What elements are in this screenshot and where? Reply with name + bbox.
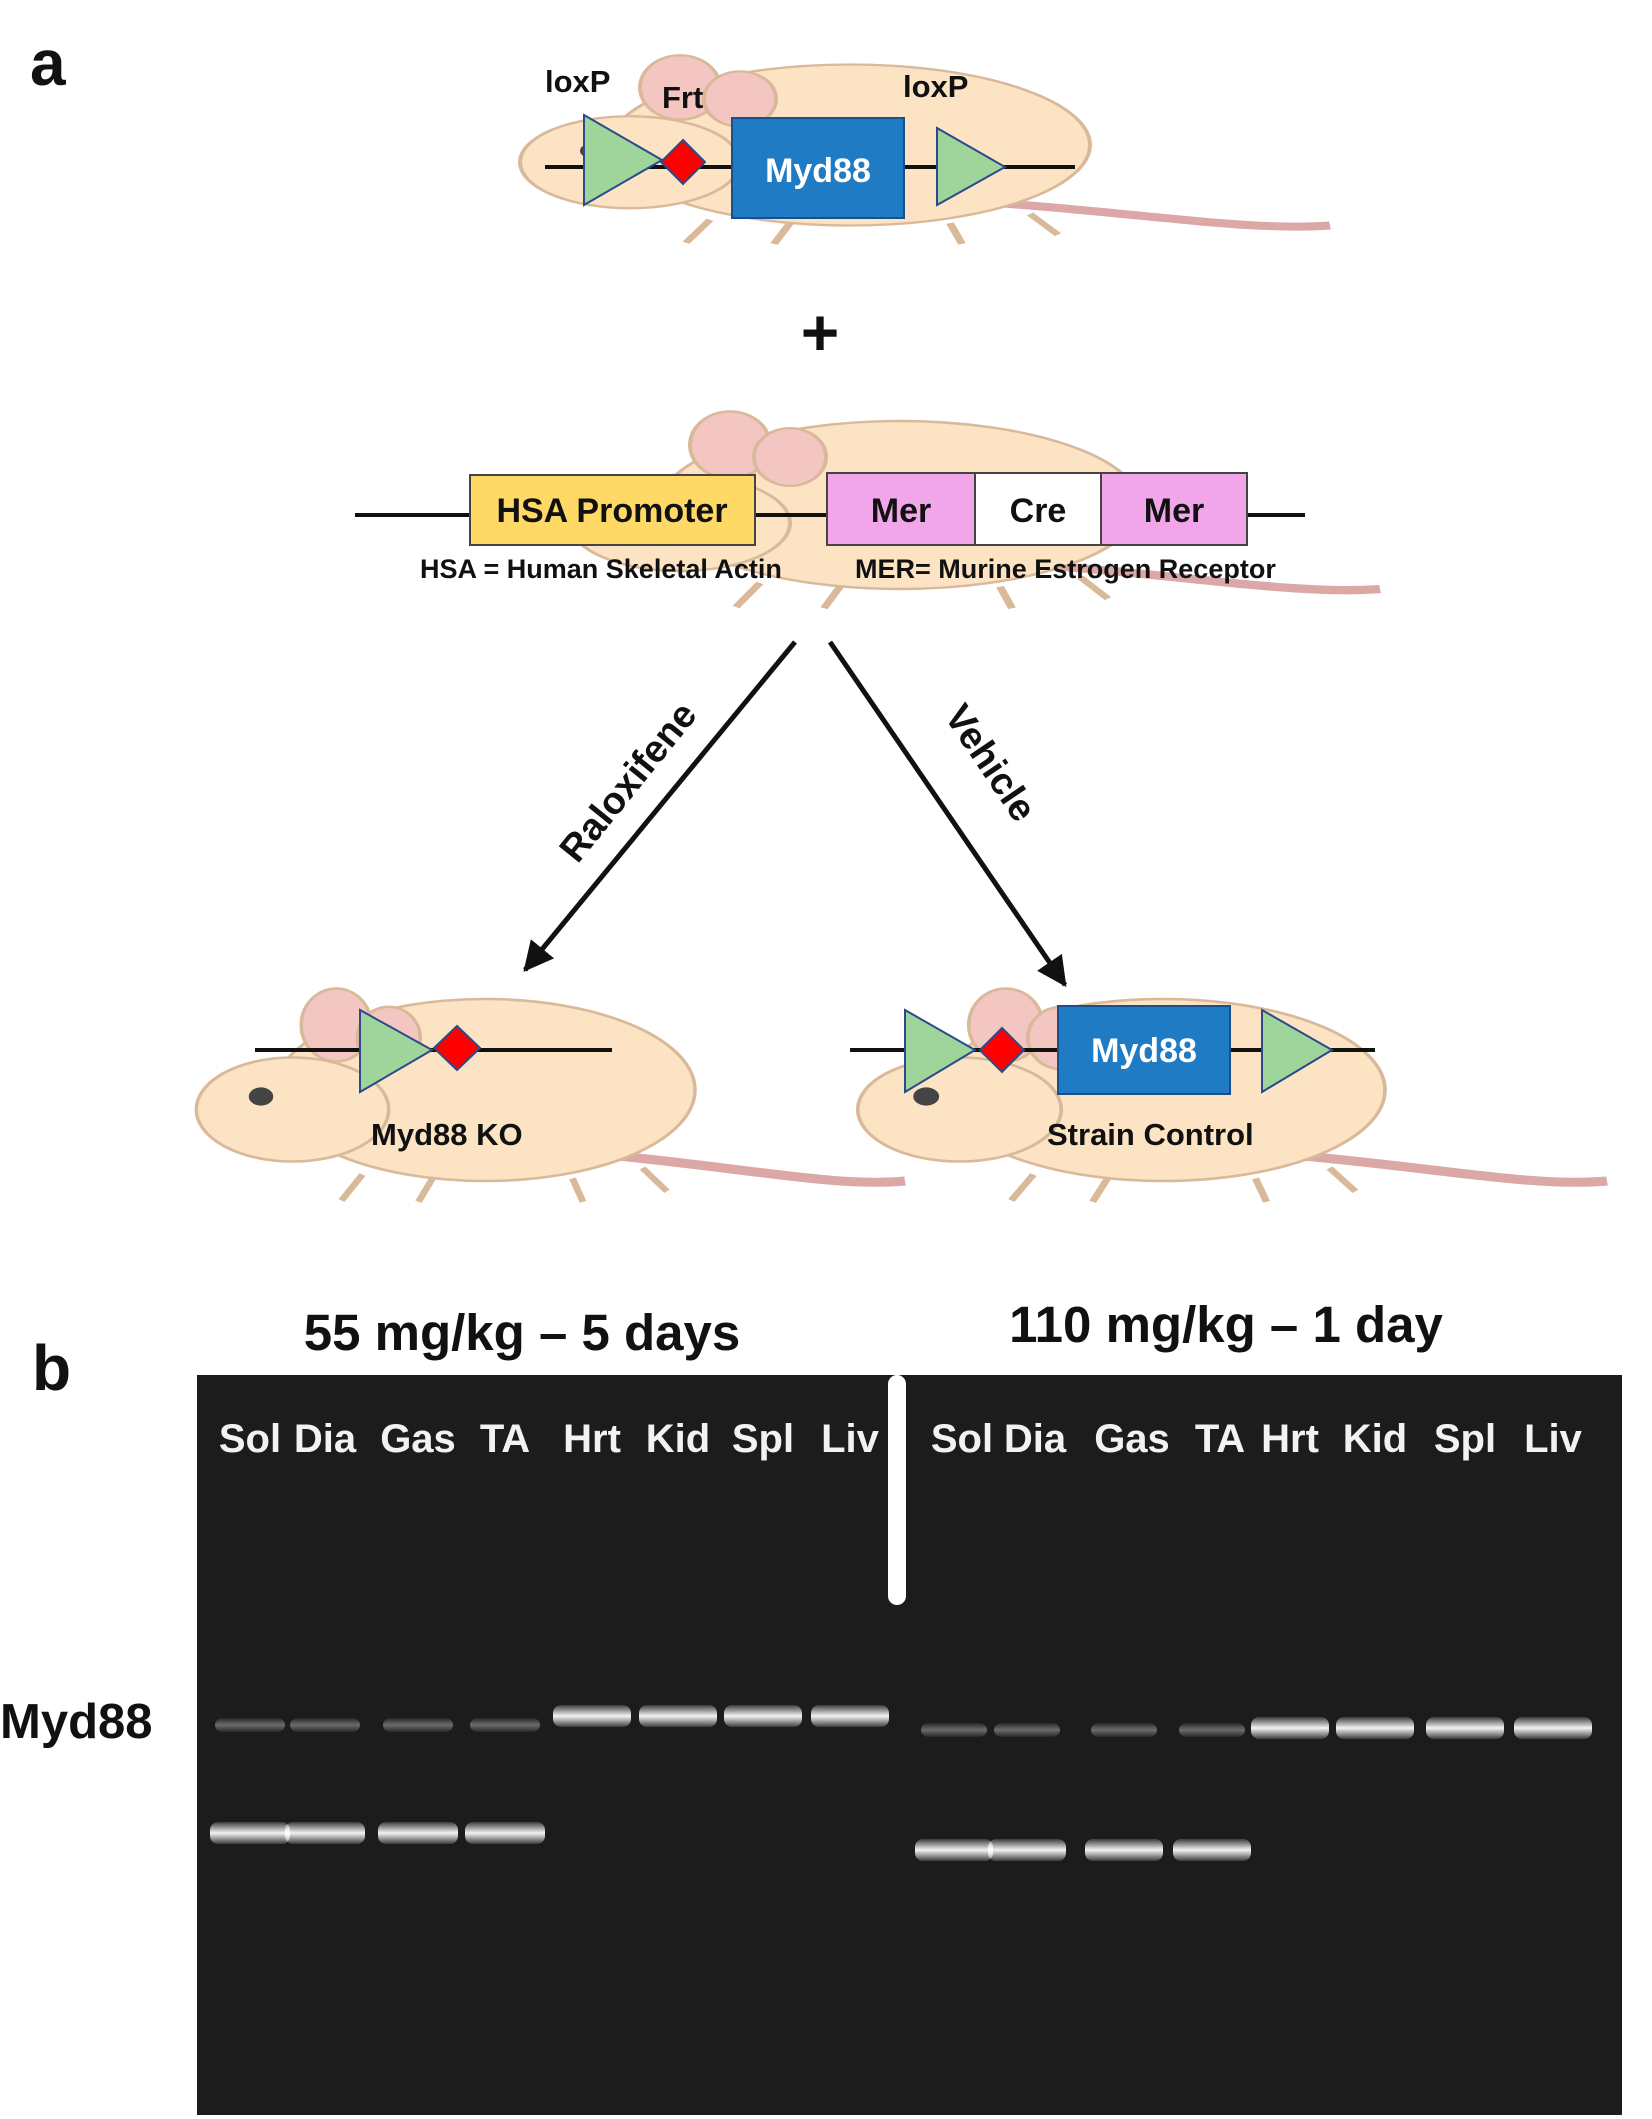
- gel-band-faint: [1179, 1723, 1245, 1737]
- plus-sign: +: [801, 295, 840, 369]
- lane-label-left-hrt: Hrt: [563, 1417, 621, 1461]
- control-construct: Myd88 Strain Control: [850, 1005, 1375, 1152]
- hsa-definition: HSA = Human Skeletal Actin: [420, 554, 782, 584]
- frt-diamond-icon: [978, 1026, 1026, 1074]
- hsa-promoter-box: [469, 474, 756, 546]
- loxp-left-label: loxP: [545, 64, 610, 99]
- cre-construct: HSA Promoter Mer Cre Mer HSA = Human Ske…: [355, 472, 1305, 584]
- gel-band-recombined: [915, 1839, 993, 1861]
- frt-diamond-icon: [659, 138, 707, 186]
- loxp-right-triangle-icon: [936, 126, 1008, 207]
- ko-construct: Myd88 KO: [255, 1008, 612, 1152]
- gel-band-faint: [290, 1718, 360, 1732]
- myd88-gene-box: [1057, 1005, 1231, 1095]
- myd88-gene-label: Myd88: [765, 152, 871, 190]
- lane-label-right-liv: Liv: [1524, 1417, 1583, 1461]
- gel-band-floxed: [1251, 1717, 1329, 1739]
- gel-band-faint: [383, 1718, 453, 1732]
- lane-label-left-kid: Kid: [646, 1417, 710, 1461]
- hsa-promoter-label: HSA Promoter: [496, 492, 727, 530]
- mer-definition: MER= Murine Estrogen Receptor: [855, 554, 1276, 584]
- gel-band-recombined: [210, 1822, 290, 1844]
- vehicle-arrow: [827, 640, 1068, 988]
- mouse-illustration: [196, 989, 905, 1202]
- lane-label-right-sol: Sol: [931, 1417, 993, 1461]
- lane-label-left-dia: Dia: [294, 1417, 357, 1461]
- vehicle-label: Vehicle: [936, 697, 1044, 829]
- loxp-right-triangle-icon: [1261, 1008, 1334, 1094]
- lane-label-right-spl: Spl: [1434, 1417, 1496, 1461]
- gel-band-faint: [470, 1718, 540, 1732]
- mer-left-label: Mer: [871, 492, 931, 530]
- gel-band-recombined: [988, 1839, 1066, 1861]
- loxp-left-triangle-icon: [904, 1008, 977, 1094]
- gel-band-faint: [994, 1723, 1060, 1737]
- mer-left-box: [826, 472, 976, 546]
- loxp-triangle-icon: [359, 1008, 435, 1094]
- gel-divider: [888, 1375, 906, 1605]
- panel-b-label: b: [32, 1332, 71, 1404]
- group-right-header: 110 mg/kg – 1 day: [1009, 1296, 1443, 1353]
- gel-band-faint: [1091, 1723, 1157, 1737]
- gel-band-recombined: [1085, 1839, 1163, 1861]
- myd88-band-label: Myd88: [0, 1695, 153, 1749]
- band-layer: [210, 1705, 1592, 1861]
- gel-band-recombined: [1173, 1839, 1251, 1861]
- mouse-illustration: [858, 989, 1607, 1202]
- gel-band-floxed: [639, 1705, 717, 1727]
- cre-label: Cre: [1010, 492, 1067, 530]
- loxp-left-triangle-icon: [583, 113, 665, 207]
- ko-mouse: [196, 989, 905, 1202]
- treatment-arrows: Raloxifene Vehicle: [523, 640, 1068, 988]
- lane-label-left-gas: Gas: [380, 1417, 456, 1461]
- gel-band-floxed: [724, 1705, 802, 1727]
- floxed-construct: Myd88 loxP Frt loxP: [545, 64, 1075, 219]
- control-mouse: [858, 989, 1607, 1202]
- strain-control-label: Strain Control: [1047, 1117, 1254, 1152]
- frt-label: Frt: [662, 80, 703, 115]
- lane-label-right-dia: Dia: [1004, 1417, 1067, 1461]
- myd88-ko-label: Myd88 KO: [371, 1117, 523, 1152]
- gel-band-floxed: [811, 1705, 889, 1727]
- lane-label-left-spl: Spl: [732, 1417, 794, 1461]
- lane-label-right-ta: TA: [1195, 1417, 1245, 1461]
- lane-label-right-gas: Gas: [1094, 1417, 1170, 1461]
- gel-band-faint: [921, 1723, 987, 1737]
- lane-label-left-ta: TA: [480, 1417, 530, 1461]
- gel-background: [197, 1375, 1622, 2115]
- frt-diamond-icon: [432, 1024, 482, 1072]
- myd88-gene-label: Myd88: [1091, 1032, 1197, 1070]
- myd88-gene-box: [731, 117, 905, 219]
- gel-band-recombined: [285, 1822, 365, 1844]
- panel-a-label: a: [30, 27, 66, 99]
- lane-label-left-sol: Sol: [219, 1417, 281, 1461]
- loxp-right-label: loxP: [903, 69, 968, 104]
- mer-right-box: [1100, 472, 1248, 546]
- cre-box: [974, 472, 1102, 546]
- lane-label-right-hrt: Hrt: [1261, 1417, 1319, 1461]
- gel-band-floxed: [553, 1705, 631, 1727]
- group-left-header: 55 mg/kg – 5 days: [304, 1304, 741, 1361]
- lane-label-left-liv: Liv: [821, 1417, 880, 1461]
- gel-band-recombined: [465, 1822, 545, 1844]
- lane-label-right-kid: Kid: [1343, 1417, 1407, 1461]
- gel-band-recombined: [378, 1822, 458, 1844]
- gel-band-faint: [215, 1718, 285, 1732]
- raloxifene-arrow: [523, 640, 797, 972]
- mer-right-label: Mer: [1144, 492, 1204, 530]
- gel-band-floxed: [1336, 1717, 1414, 1739]
- gel-band-floxed: [1514, 1717, 1592, 1739]
- gel-band-floxed: [1426, 1717, 1504, 1739]
